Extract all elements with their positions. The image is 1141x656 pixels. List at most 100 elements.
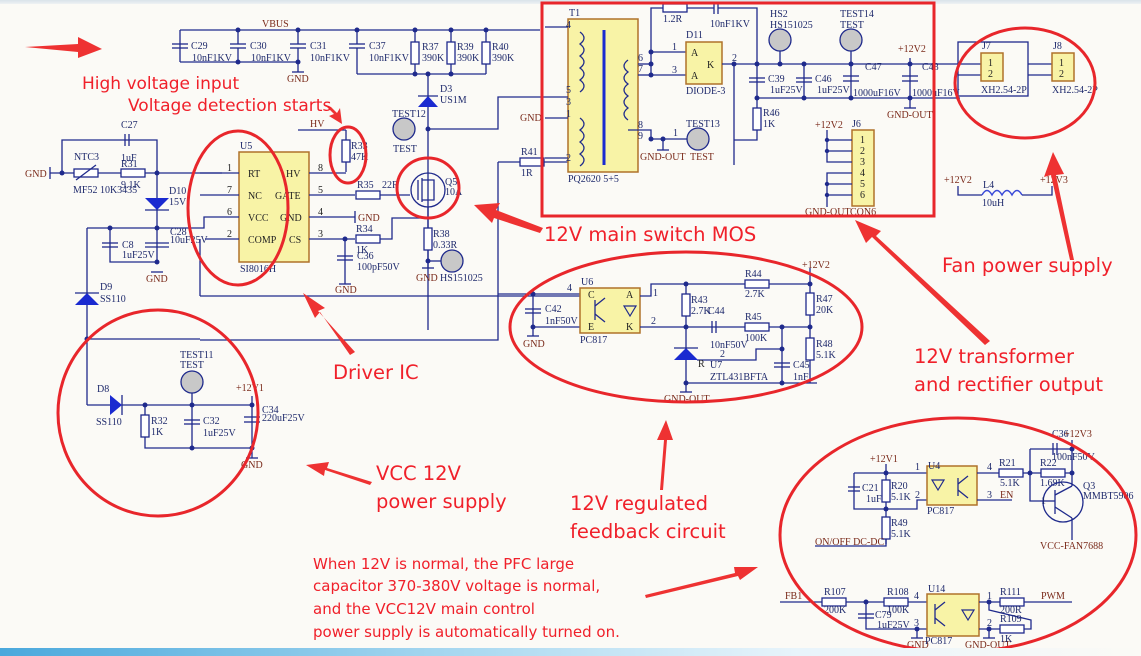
svg-text:47K: 47K (351, 152, 369, 163)
svg-text:GND: GND (416, 273, 438, 284)
svg-text:+12V2: +12V2 (944, 175, 972, 186)
pwm-circuit: FB1 R107 200K C79 1uF25V R108 100K 4 3 G… (780, 584, 1072, 651)
svg-text:J6: J6 (852, 119, 861, 130)
test-point-test14 (839, 28, 863, 52)
svg-text:R41: R41 (521, 147, 538, 158)
feedback-circle (508, 250, 864, 404)
svg-text:5.1K: 5.1K (891, 492, 912, 503)
annotation-vcc-supply-2: power supply (376, 490, 507, 513)
svg-text:1K: 1K (151, 427, 164, 438)
svg-text:3: 3 (672, 65, 677, 76)
svg-text:TEST13: TEST13 (686, 119, 720, 130)
ref-r37: R37 (422, 42, 439, 53)
svg-text:1uF25V: 1uF25V (770, 85, 804, 96)
svg-text:1: 1 (672, 42, 677, 53)
svg-text:10nF1KV: 10nF1KV (710, 19, 751, 30)
svg-text:1uF: 1uF (121, 153, 137, 164)
svg-text:100K: 100K (745, 333, 768, 344)
annotation-driver-ic: Driver IC (333, 361, 419, 384)
gate-drive: R35 22R GND R34 1K C36 100pF50V GND (335, 180, 426, 296)
svg-text:1uF: 1uF (866, 494, 882, 505)
svg-text:GND-OUT: GND-OUT (640, 152, 686, 163)
value-c31: 10nF1KV (310, 53, 351, 64)
svg-text:8: 8 (318, 163, 323, 174)
svg-text:RT: RT (248, 169, 260, 180)
svg-text:PQ2620 5+5: PQ2620 5+5 (568, 174, 619, 185)
svg-text:R31: R31 (121, 159, 138, 170)
ref-c30: C30 (250, 41, 267, 52)
svg-text:XH2.54-2P: XH2.54-2P (1052, 85, 1098, 96)
svg-text:MF52 10K3435: MF52 10K3435 (73, 185, 137, 196)
svg-text:C45: C45 (793, 360, 810, 371)
svg-text:US1M: US1M (440, 95, 467, 106)
svg-text:R107: R107 (824, 587, 846, 598)
annotation-note-4: power supply is automatically turned on. (313, 623, 620, 641)
vcc-filter: D10 15V GND C8 1uF25V C28 10uF25V (87, 173, 222, 285)
svg-text:1000uF16V: 1000uF16V (853, 88, 902, 99)
svg-text:GND: GND (523, 339, 545, 350)
fan-connectors: 1 2 J7 XH2.54-2P 1 2 J8 XH2.54-2P (957, 41, 1098, 97)
svg-text:C21: C21 (862, 483, 879, 494)
svg-text:1: 1 (1059, 58, 1064, 69)
svg-text:PWM: PWM (1041, 591, 1065, 602)
svg-text:2: 2 (860, 146, 865, 157)
svg-text:C48: C48 (922, 62, 939, 73)
svg-text:15V: 15V (169, 197, 187, 208)
annotation-feedback-2: feedback circuit (570, 520, 726, 543)
svg-text:9.1K: 9.1K (121, 180, 142, 191)
svg-text:J7: J7 (982, 41, 991, 52)
diode-d3: D3 US1M TEST12 TEST (392, 84, 545, 155)
svg-text:1: 1 (988, 58, 993, 69)
svg-text:R34: R34 (356, 224, 373, 235)
net-gnd: GND (287, 74, 309, 85)
test-point-test13-group: GND-OUT TEST 1 TEST13 (628, 119, 720, 163)
svg-text:+12V3: +12V3 (1064, 429, 1092, 440)
svg-text:2.7K: 2.7K (691, 306, 712, 317)
net-vbus: VBUS (262, 19, 289, 30)
heatsink-hs2 (768, 28, 792, 52)
svg-text:C39: C39 (768, 74, 785, 85)
svg-text:ZTL431BFTA: ZTL431BFTA (710, 372, 769, 383)
svg-text:200R: 200R (1000, 605, 1022, 616)
svg-text:4: 4 (914, 591, 919, 602)
svg-text:GND-OUT: GND-OUT (664, 394, 710, 405)
svg-text:2: 2 (732, 53, 737, 64)
capacitor-c29 (172, 43, 188, 49)
svg-text:1: 1 (566, 109, 571, 120)
svg-text:GND: GND (146, 274, 168, 285)
svg-text:C: C (588, 290, 595, 301)
svg-text:R49: R49 (891, 518, 908, 529)
svg-text:SS110: SS110 (100, 294, 126, 305)
svg-text:+12V1: +12V1 (236, 383, 264, 394)
svg-text:C44: C44 (708, 306, 725, 317)
svg-text:+12V2: +12V2 (898, 44, 926, 55)
svg-text:5.1K: 5.1K (1000, 478, 1021, 489)
svg-text:CS: CS (289, 235, 301, 246)
svg-text:R: R (698, 359, 705, 370)
svg-text:MMBT5906: MMBT5906 (1083, 491, 1134, 502)
svg-text:1uF25V: 1uF25V (817, 85, 851, 96)
svg-text:1K: 1K (1000, 634, 1013, 645)
svg-text:1: 1 (915, 462, 920, 473)
arrow-up-icon (657, 420, 673, 490)
svg-text:GND: GND (280, 213, 302, 224)
ref-c31: C31 (310, 41, 327, 52)
svg-text:4: 4 (566, 20, 571, 31)
annotation-transformer-output-1: 12V transformer (914, 345, 1074, 368)
svg-text:R20: R20 (891, 481, 908, 492)
svg-text:TEST14: TEST14 (840, 9, 874, 20)
svg-text:CON6: CON6 (850, 207, 876, 218)
svg-text:2: 2 (651, 316, 656, 327)
svg-text:10uF25V: 10uF25V (170, 235, 209, 246)
input-capacitor-bank: VBUS GND C29 10nF1KV C30 10nF1KV C31 10n… (172, 19, 540, 85)
svg-text:1uF25V: 1uF25V (122, 250, 156, 261)
svg-text:R109: R109 (1000, 614, 1022, 625)
svg-text:7: 7 (227, 185, 232, 196)
svg-text:NC: NC (248, 191, 262, 202)
svg-text:NTC3: NTC3 (74, 152, 99, 163)
svg-text:C27: C27 (121, 120, 138, 131)
svg-text:GND: GND (241, 460, 263, 471)
svg-text:EN: EN (1000, 490, 1013, 501)
svg-text:GND-OUT: GND-OUT (887, 110, 933, 121)
